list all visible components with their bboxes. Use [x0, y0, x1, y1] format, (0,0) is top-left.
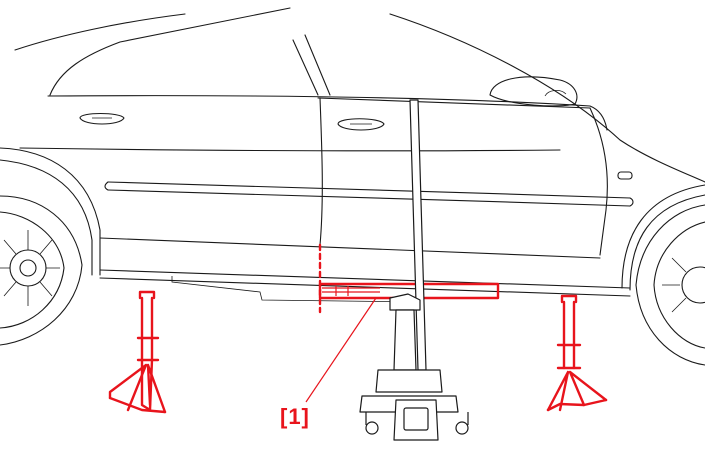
callout-label: [1]: [280, 404, 310, 429]
rear-wheel: [0, 195, 83, 346]
jack-stand-icon: [546, 294, 608, 412]
jack-stand-icon: [108, 290, 167, 414]
callout-leader-line: [305, 297, 377, 403]
floor-jack-icon: [359, 99, 469, 441]
front-wheel: [635, 204, 705, 366]
car-body-outline: [0, 7, 705, 303]
